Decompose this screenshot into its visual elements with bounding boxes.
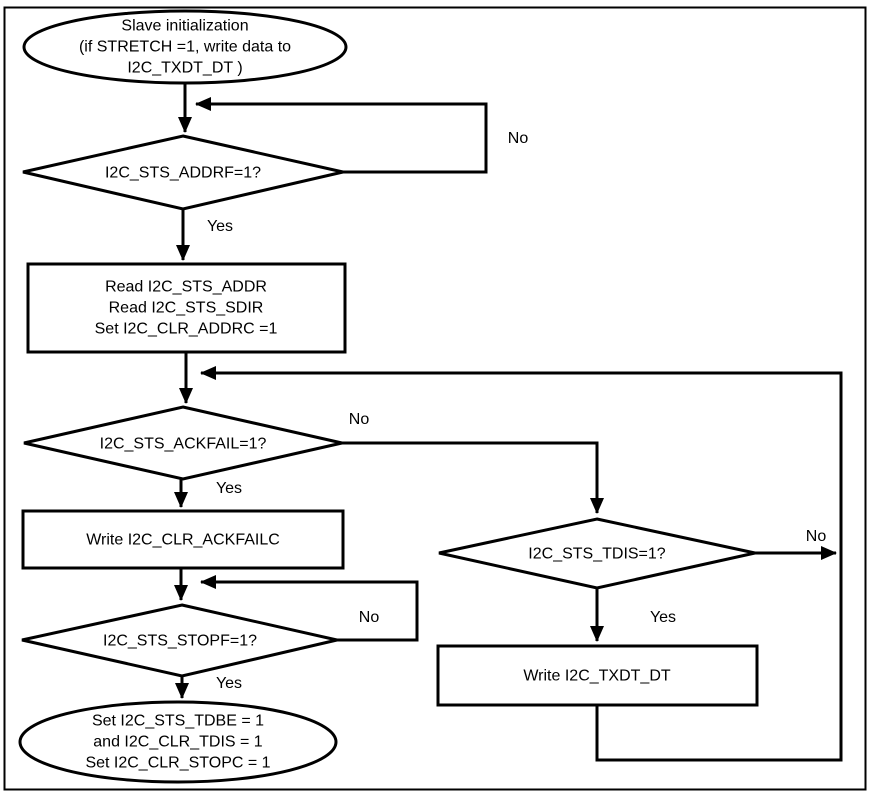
text-line: Slave initialization <box>121 17 249 35</box>
ackfail-no-label: No <box>348 411 370 428</box>
tdis-yes-label: Yes <box>649 609 677 626</box>
clr-ackfail-node-text: Write I2C_CLR_ACKFAILC <box>86 531 280 549</box>
edge-ackfail-no <box>342 441 604 514</box>
tdis-no-label: No <box>805 528 827 545</box>
edge-addrf-no-loop <box>195 97 488 174</box>
start-ellipse-shape <box>22 9 348 85</box>
text-line: I2C_TXDT_DT ) <box>127 59 243 77</box>
edge-return-loop <box>200 366 843 762</box>
start-node-text: Slave initialization (if STRETCH =1, wri… <box>79 16 291 79</box>
clr-ackfail-rect-shape <box>21 509 345 570</box>
read-addr-node-text: Read I2C_STS_ADDR Read I2C_STS_SDIR Set … <box>95 277 278 340</box>
addrf-diamond-shape <box>22 134 344 211</box>
text-line: (if STRETCH =1, write data to <box>78 38 292 56</box>
tdis-diamond-shape <box>438 517 756 590</box>
text-line: Set I2C_STS_TDBE = 1 <box>91 712 265 730</box>
edge-stopf-no-loop <box>200 575 419 642</box>
addrf-yes-label: Yes <box>206 218 234 235</box>
end-node-text: Set I2C_STS_TDBE = 1 and I2C_CLR_TDIS = … <box>85 711 270 774</box>
text-line: Set I2C_CLR_ADDRC =1 <box>94 320 278 338</box>
addrf-decision-text: I2C_STS_ADDRF=1? <box>104 164 262 182</box>
text-line: Read I2C_STS_ADDR <box>105 278 267 296</box>
write-txdt-node-text: Write I2C_TXDT_DT <box>523 667 671 685</box>
text-line: Read I2C_STS_SDIR <box>108 299 264 317</box>
page-border <box>3 6 867 791</box>
end-ellipse-shape <box>18 700 338 784</box>
stopf-diamond-shape <box>21 603 338 678</box>
stopf-yes-label: Yes <box>215 675 243 692</box>
stopf-decision-text: I2C_STS_STOPF=1? <box>103 632 257 650</box>
addrf-no-label: No <box>507 130 529 147</box>
write-txdt-rect-shape <box>436 644 759 707</box>
ackfail-yes-label: Yes <box>215 480 243 497</box>
stopf-no-label: No <box>358 609 380 626</box>
text-line: Set I2C_CLR_STOPC = 1 <box>85 754 271 772</box>
ackfail-decision-text: I2C_STS_ACKFAIL=1? <box>99 435 267 453</box>
ackfail-diamond-shape <box>23 405 343 481</box>
tdis-decision-text: I2C_STS_TDIS=1? <box>528 545 666 563</box>
read-addr-rect-shape <box>26 262 347 354</box>
text-line: and I2C_CLR_TDIS = 1 <box>93 733 263 751</box>
